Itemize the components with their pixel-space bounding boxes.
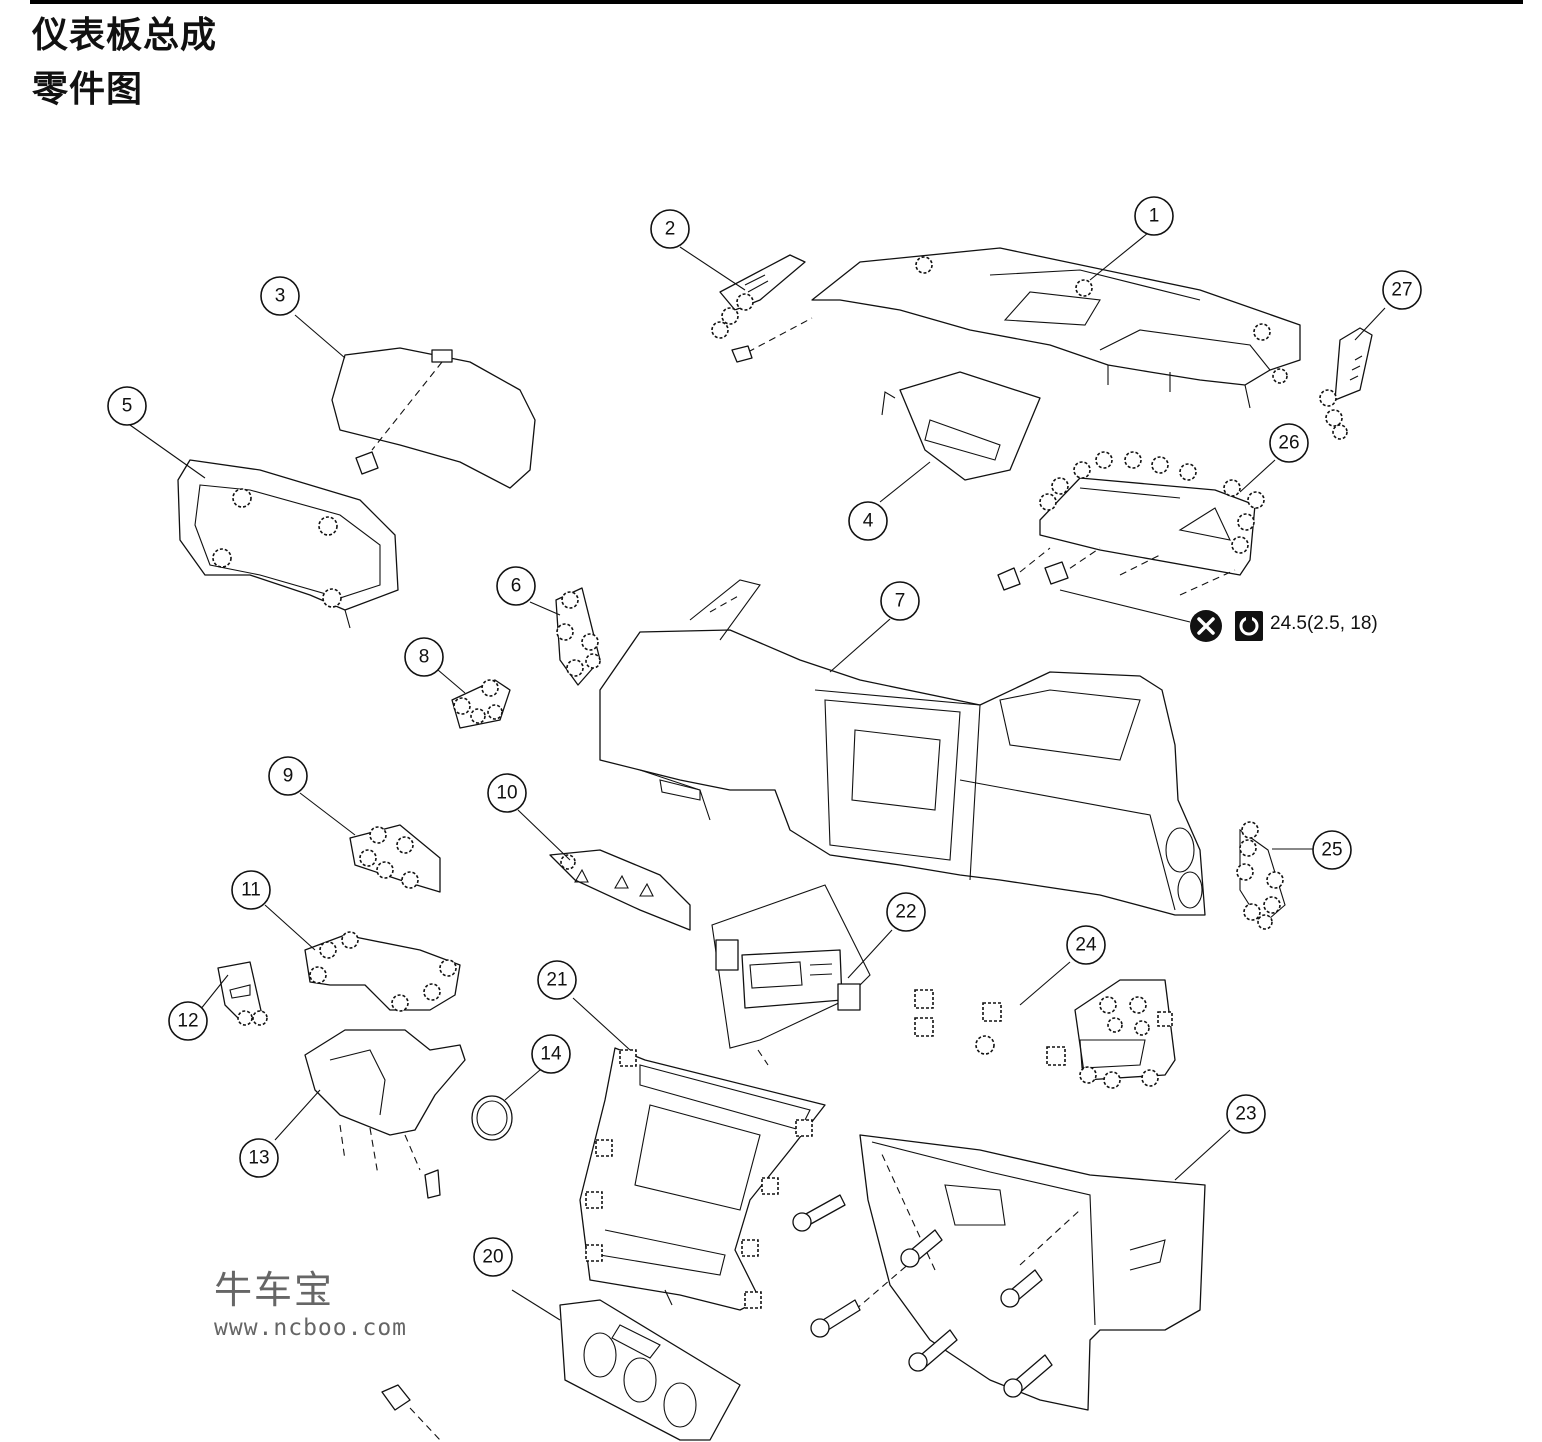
- callout-20: 20: [473, 1237, 513, 1277]
- callout-9-label: 9: [283, 766, 294, 787]
- callout-1: 1: [1134, 196, 1174, 236]
- callout-6: 6: [496, 566, 536, 606]
- callout-25: 25: [1312, 830, 1352, 870]
- part-14-ring: [471, 1095, 513, 1141]
- callout-27: 27: [1382, 270, 1422, 310]
- part-24-side-vent: [914, 979, 1176, 1089]
- part-9-switch-panel: [349, 824, 441, 893]
- callout-3-label: 3: [275, 286, 286, 307]
- part-1-panel-pad: [811, 247, 1301, 409]
- part-3-meter: [331, 347, 536, 489]
- part-20-heater-control-panel: [381, 1299, 741, 1441]
- callout-14: 14: [531, 1034, 571, 1074]
- callout-3: 3: [260, 276, 300, 316]
- part-2-side-bracket: [711, 254, 813, 363]
- callout-12-label: 12: [177, 1011, 198, 1032]
- callout-7: 7: [880, 581, 920, 621]
- callout-1-label: 1: [1149, 206, 1160, 227]
- callout-24: 24: [1066, 925, 1106, 965]
- wrench-icon: [1235, 611, 1263, 641]
- callout-9: 9: [268, 756, 308, 796]
- part-12-small-cover: [217, 961, 268, 1026]
- part-4-vent-box: [881, 371, 1041, 481]
- part-26-passenger-panel: [997, 451, 1265, 623]
- callout-13-label: 13: [248, 1148, 269, 1169]
- top-rule: [30, 0, 1523, 4]
- callout-27-label: 27: [1391, 280, 1412, 301]
- callout-4-label: 4: [863, 511, 874, 532]
- callout-23-label: 23: [1235, 1104, 1256, 1125]
- callout-22-label: 22: [895, 902, 916, 923]
- part-10-lower-cover: [549, 849, 691, 931]
- callout-8: 8: [404, 637, 444, 677]
- part-8-switch: [451, 679, 511, 729]
- callout-13: 13: [239, 1138, 279, 1178]
- part-6-switch: [555, 587, 601, 686]
- callout-12: 12: [168, 1001, 208, 1041]
- page-subtitle: 零件图: [32, 69, 144, 110]
- callout-23: 23: [1226, 1094, 1266, 1134]
- circle-x-icon: [1190, 610, 1222, 642]
- callout-11-label: 11: [241, 880, 261, 901]
- part-22-audio-unit: [711, 884, 871, 1066]
- bolt-icon: [1044, 561, 1069, 585]
- callout-14-label: 14: [540, 1044, 562, 1065]
- leader-lines: [129, 232, 1386, 1321]
- callout-10: 10: [487, 773, 527, 813]
- part-27-side-bracket: [1319, 327, 1373, 440]
- screw-icon: [1003, 1354, 1053, 1398]
- part-23-glove-box: [792, 1134, 1206, 1411]
- callout-26-label: 26: [1278, 433, 1299, 454]
- callout-20-label: 20: [482, 1247, 503, 1268]
- screw-icon: [900, 1229, 943, 1268]
- callout-22: 22: [886, 892, 926, 932]
- callout-21: 21: [537, 960, 577, 1000]
- watermark-brand: 牛车宝: [214, 1268, 335, 1312]
- page-title: 仪表板总成: [32, 15, 218, 56]
- callout-5-label: 5: [122, 396, 133, 417]
- part-21-center-finisher: [579, 1047, 826, 1311]
- bolt-icon: [997, 567, 1021, 591]
- watermark-url: www.ncboo.com: [214, 1315, 408, 1341]
- callout-25-label: 25: [1321, 840, 1342, 861]
- callout-6-label: 6: [511, 576, 522, 597]
- part-13-column-cover-lower: [304, 1029, 466, 1199]
- callout-24-label: 24: [1075, 935, 1097, 956]
- screw-icon: [1000, 1269, 1043, 1308]
- callout-2-label: 2: [665, 219, 676, 240]
- part-7-instrument-panel: [599, 579, 1206, 916]
- screw-icon: [792, 1194, 846, 1232]
- callout-11: 11: [231, 870, 271, 910]
- part-5-cluster-lid: [177, 459, 399, 629]
- callout-5: 5: [107, 386, 147, 426]
- screw-icon: [908, 1329, 958, 1372]
- part-11-column-cover-upper: [304, 931, 461, 1012]
- callout-10-label: 10: [496, 783, 517, 804]
- callout-8-label: 8: [419, 647, 430, 668]
- callout-4: 4: [848, 501, 888, 541]
- callout-7-label: 7: [895, 591, 906, 612]
- part-25-clip-set: [1236, 821, 1286, 930]
- screw-icon: [810, 1299, 861, 1338]
- callout-2: 2: [650, 209, 690, 249]
- torque-spec: 24.5(2.5, 18): [1270, 613, 1378, 634]
- callout-21-label: 21: [546, 970, 567, 991]
- callout-26: 26: [1269, 423, 1309, 463]
